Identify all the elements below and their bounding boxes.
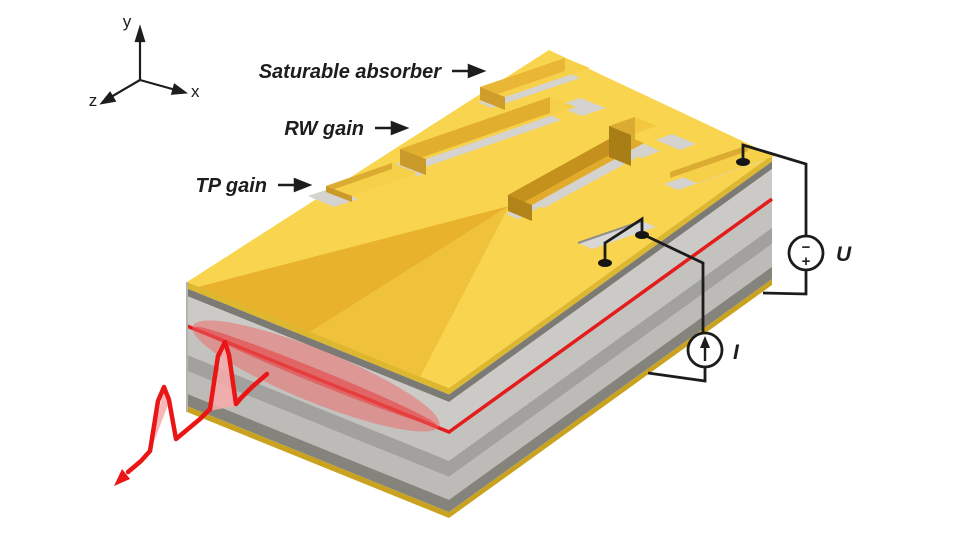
- chip-layer-band: [449, 169, 772, 433]
- axis-triad: [99, 24, 189, 105]
- taper-gain-region: [198, 206, 509, 377]
- chip-layer-band: [187, 288, 449, 403]
- x-axis-arrow-icon: [170, 83, 189, 95]
- chip-layer-band: [449, 244, 772, 500]
- saturable-absorber-ridge: [480, 58, 590, 110]
- tp-gain-label: TP gain: [196, 175, 267, 197]
- chip-right-side-layers: [449, 155, 772, 518]
- chip-layer-band: [449, 266, 772, 513]
- pulse-arrowhead-icon: [114, 469, 130, 486]
- output-mode-spot: [192, 320, 440, 432]
- rw-gain-ridge: [400, 97, 576, 175]
- chip-layer-band: [449, 155, 772, 395]
- chip-layer-band: [449, 227, 772, 478]
- current-arrow-icon: [700, 336, 710, 348]
- current-source-label: I: [733, 341, 740, 364]
- z-axis-arrow-icon: [99, 91, 117, 105]
- contact-dot-front: [598, 259, 612, 267]
- voltage-source-label: U: [836, 243, 852, 266]
- chip-layer-band: [187, 393, 449, 513]
- absorber-bias-pad: [670, 145, 775, 183]
- ridge-block: [609, 117, 657, 166]
- voltage-source-circuit: [741, 143, 825, 296]
- rw-arrow-icon: [390, 120, 410, 136]
- y-axis-label: y: [123, 12, 132, 31]
- voltage-source-symbol: [787, 234, 825, 272]
- voltage-minus-sign: −: [802, 239, 811, 256]
- voltage-plus-sign: +: [802, 253, 811, 270]
- y-axis-arrow-icon: [134, 24, 146, 43]
- x-axis-label: x: [191, 82, 200, 101]
- tp-arrow-icon: [293, 177, 313, 193]
- chip-layer-band: [187, 282, 449, 395]
- chip-layer-band: [187, 406, 449, 518]
- current-source-circuit: [603, 216, 724, 383]
- chip-layer-band: [187, 371, 449, 500]
- back-contact-pad: [326, 163, 418, 202]
- annotation-arrows: [278, 63, 487, 193]
- chip-layer-band: [449, 161, 772, 403]
- contact-dot-back: [635, 231, 649, 239]
- contact-dot-sa: [736, 158, 750, 166]
- chip-layer-band: [449, 199, 772, 461]
- saturable-absorber-label: Saturable absorber: [259, 61, 443, 83]
- output-pulse: [114, 339, 270, 486]
- rw-gain-label: RW gain: [284, 118, 364, 140]
- sa-arrow-icon: [467, 63, 487, 79]
- z-axis-label: z: [89, 91, 98, 110]
